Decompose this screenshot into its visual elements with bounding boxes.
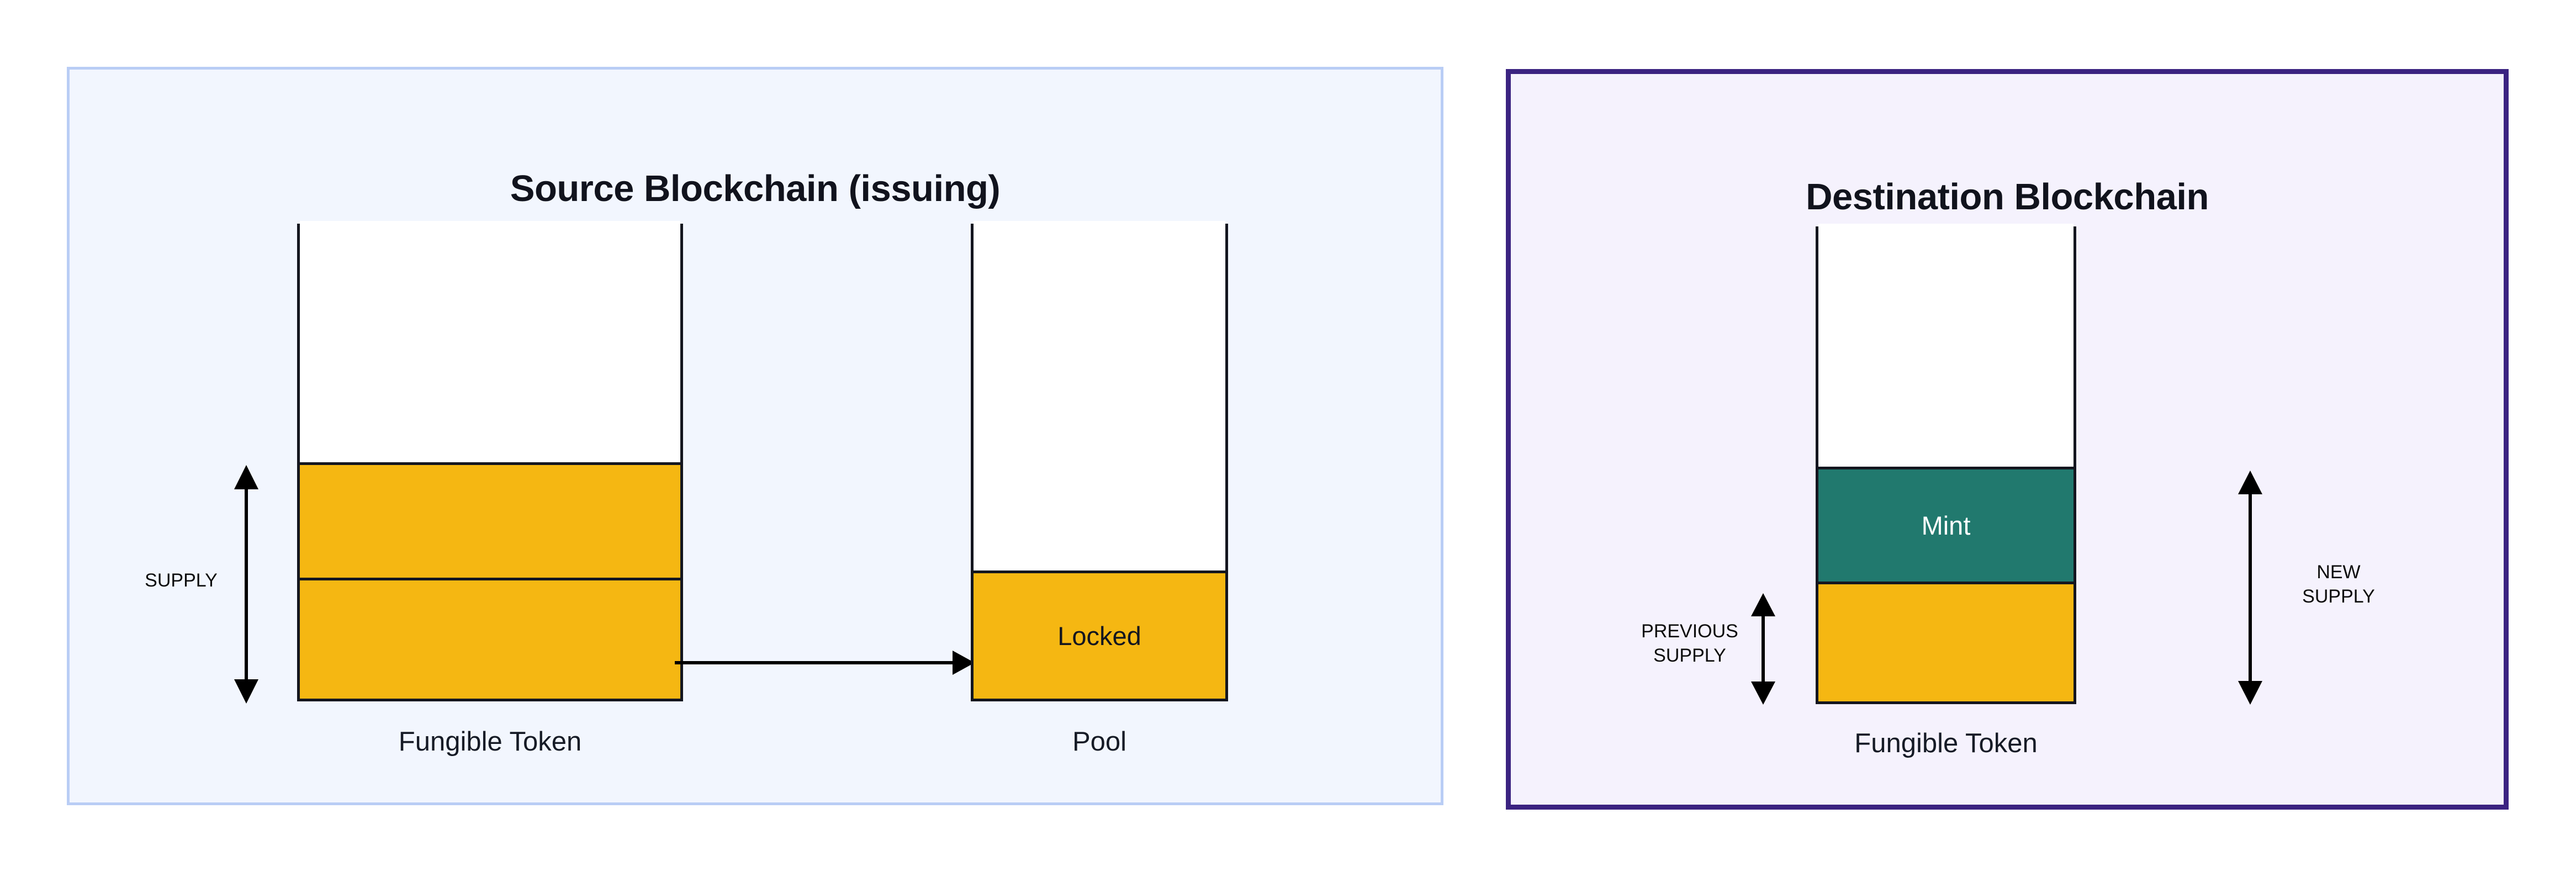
- pool-caption: Pool: [1072, 727, 1127, 757]
- source-fungible-token-bar: [297, 221, 683, 701]
- previous-supply-label: PREVIOUS SUPPLY: [1641, 621, 1738, 666]
- destination-fungible-token-caption: Fungible Token: [1854, 728, 2038, 758]
- source-token-segment-empty: [300, 221, 680, 462]
- previous-supply-measure-arrow: [1743, 592, 1783, 706]
- source-token-segment-supply-upper: [300, 462, 680, 578]
- supply-label: SUPPLY: [145, 570, 218, 591]
- dest-token-segment-empty: [1818, 224, 2074, 467]
- new-supply-measure-arrow: [2230, 469, 2270, 706]
- dest-token-segment-mint: Mint: [1818, 467, 2074, 582]
- lock-transfer-arrow: [675, 651, 976, 675]
- destination-fungible-token-bar: Mint: [1816, 224, 2076, 704]
- destination-panel-title: Destination Blockchain: [1806, 176, 2209, 218]
- source-panel-title: Source Blockchain (issuing): [510, 168, 1001, 209]
- dest-token-mint-label: Mint: [1921, 511, 1971, 540]
- source-blockchain-panel: Source Blockchain (issuing): [67, 67, 1443, 805]
- supply-measure-arrow: [226, 464, 266, 705]
- dest-token-segment-previous-supply: [1818, 582, 2074, 701]
- new-supply-label: NEW SUPPLY: [2302, 562, 2375, 607]
- pool-segment-empty: [974, 221, 1225, 570]
- source-fungible-token-caption: Fungible Token: [398, 727, 582, 757]
- pool-segment-locked: Locked: [974, 570, 1225, 699]
- pool-bar: Locked: [971, 221, 1228, 701]
- pool-locked-label: Locked: [1057, 621, 1141, 651]
- source-token-segment-supply-lower: [300, 578, 680, 699]
